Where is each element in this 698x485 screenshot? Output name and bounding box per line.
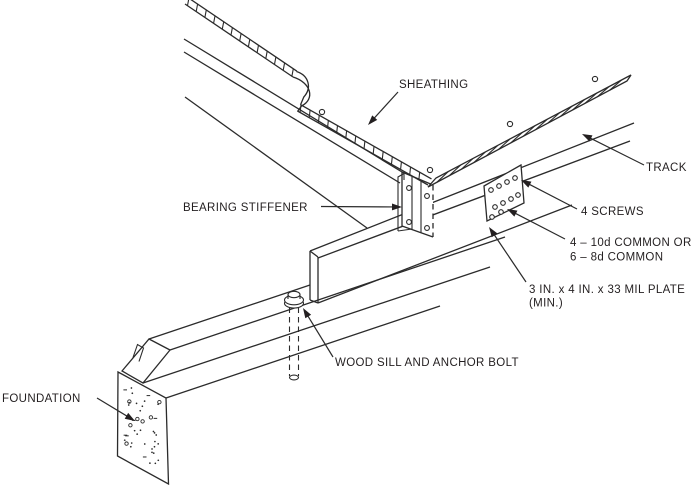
leader-nails <box>507 209 566 240</box>
label-plate-line2: (MIN.) <box>529 298 563 310</box>
bearing-stiffener-channel <box>397 172 413 232</box>
sheathing-break-curl-outer <box>292 76 311 112</box>
label-bearing-stiffener: BEARING STIFFENER <box>183 202 308 214</box>
leader-sheathing-arrowhead-icon <box>368 115 378 125</box>
sheathing-left-edge-outer <box>184 3 294 78</box>
leader-nails-arrowhead-icon <box>507 209 518 217</box>
track-cut-end <box>309 250 319 304</box>
label-wood-sill-anchor-bolt: WOOD SILL AND ANCHOR BOLT <box>335 357 519 369</box>
bolt-tip <box>288 374 300 381</box>
sill-end-notch <box>132 343 145 362</box>
leader-wood-sill-bolt <box>303 308 334 358</box>
plate-nail-icons <box>489 192 521 220</box>
foundation-end-face <box>116 370 170 485</box>
steel-plate <box>483 163 525 222</box>
leader-bearing-stiffener-arrowhead-icon <box>391 203 402 211</box>
stiffener-screw-icons <box>406 185 430 231</box>
label-plate-line1: 3 IN. x 4 IN. x 33 MIL PLATE <box>529 284 685 296</box>
sheathing-panel <box>184 0 632 188</box>
sheathing-left-edge-inner <box>190 0 298 72</box>
bolt-head <box>287 290 301 299</box>
leader-plate-arrowhead-icon <box>489 227 498 238</box>
rim-track <box>309 122 635 304</box>
sill-end-face <box>121 338 172 384</box>
sheathing-edge-hatch-right <box>436 79 622 183</box>
callout-leader-lines <box>96 91 645 421</box>
joist-top-flange-back-edge <box>183 51 401 184</box>
leader-track <box>582 134 645 166</box>
anchor-bolt <box>283 290 305 381</box>
leader-foundation <box>96 397 135 421</box>
leader-track-arrowhead-icon <box>582 134 593 142</box>
sheathing-left-edge2-outer <box>297 110 429 186</box>
label-nails-line2: 6 – 8d COMMON <box>570 252 663 264</box>
leader-plate <box>489 227 527 283</box>
foundation-top-front-edge <box>165 305 441 399</box>
leader-4-screws-arrowhead-icon <box>521 180 532 188</box>
sill-top-back-edge <box>148 284 311 340</box>
label-sheathing: SHEATHING <box>399 79 468 91</box>
label-nails-line1: 4 – 10d COMMON OR <box>570 237 692 249</box>
label-foundation: FOUNDATION <box>2 393 81 405</box>
leader-wood-sill-bolt-arrowhead-icon <box>303 308 312 319</box>
concrete-stipple-texture <box>123 387 162 465</box>
sill-front-bottom-edge <box>142 266 491 384</box>
plate-screw-icons <box>488 175 518 193</box>
sheathing-break-curl-inner <box>296 70 310 106</box>
label-track: TRACK <box>646 162 687 174</box>
callout-labels: SHEATHING TRACK BEARING STIFFENER 4 SCRE… <box>2 79 692 405</box>
track-web-top-edge <box>317 140 631 259</box>
label-4-screws: 4 SCREWS <box>581 206 644 218</box>
wood-sill <box>121 236 506 384</box>
foundation-wall <box>116 305 441 485</box>
leader-foundation-arrowhead-icon <box>124 412 135 421</box>
leader-bearing-stiffener <box>320 203 402 211</box>
sill-top-front-edge <box>169 236 506 351</box>
track-flange-back-edge <box>309 122 635 252</box>
sheathing-left-edge2-inner <box>300 104 432 180</box>
sheathing-screw-icons <box>318 75 599 174</box>
leader-sheathing <box>368 91 399 125</box>
sheathing-edge-hatch-left <box>186 0 421 180</box>
leader-4-screws <box>521 180 578 210</box>
